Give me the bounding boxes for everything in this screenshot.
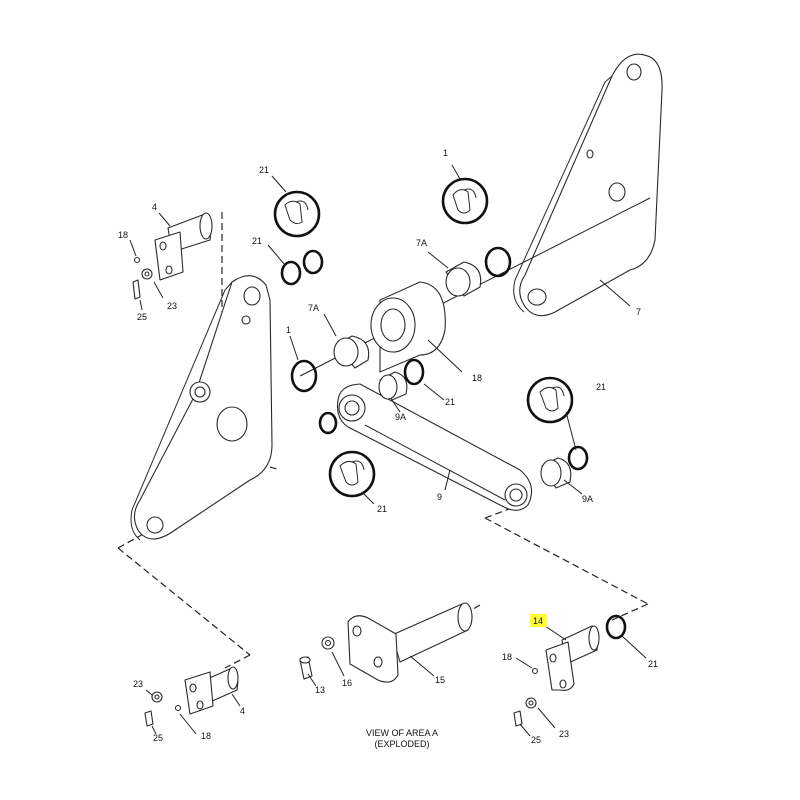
pin-4-bottom bbox=[184, 666, 239, 715]
label-14: 14 bbox=[533, 616, 543, 626]
label-21-9a: 21 bbox=[445, 397, 455, 407]
label-23-top: 23 bbox=[167, 301, 177, 311]
label-21-ring: 21 bbox=[252, 236, 262, 246]
label-18-right: 18 bbox=[502, 652, 512, 662]
hardware-bottom-middle bbox=[299, 636, 335, 680]
pin-4-top bbox=[154, 212, 213, 281]
label-1-mid: 1 bbox=[286, 325, 291, 335]
part-labels: 21 1 4 18 21 7A 23 25 7A 1 18 21 9A 21 7… bbox=[118, 148, 658, 745]
label-18-top: 18 bbox=[118, 230, 128, 240]
shaft-assembly bbox=[280, 197, 651, 393]
hardware-bottom-right bbox=[513, 667, 539, 727]
label-7a-top: 7A bbox=[416, 238, 427, 248]
detail-callout-top-right bbox=[441, 177, 489, 225]
label-9a-right: 9A bbox=[582, 494, 593, 504]
label-13: 13 bbox=[315, 685, 325, 695]
label-18-mid: 18 bbox=[472, 373, 482, 383]
highlight-14 bbox=[530, 614, 547, 627]
label-21-top: 21 bbox=[259, 165, 269, 175]
label-23-right: 23 bbox=[559, 729, 569, 739]
bushing-9a-upper bbox=[318, 358, 425, 435]
view-caption: VIEW OF AREA A (EXPLODED) bbox=[366, 728, 438, 749]
label-21-bottom-right: 21 bbox=[648, 659, 658, 669]
detail-callout-top-left bbox=[273, 190, 321, 238]
caption-line-2: (EXPLODED) bbox=[374, 739, 429, 749]
label-23-left: 23 bbox=[133, 679, 143, 689]
label-4-bottom: 4 bbox=[240, 706, 245, 716]
bushing-9a-right bbox=[540, 445, 589, 489]
label-7: 7 bbox=[636, 307, 641, 317]
label-9: 9 bbox=[437, 492, 442, 502]
pin-15 bbox=[347, 602, 473, 683]
label-9a-mid: 9A bbox=[395, 412, 406, 422]
label-4-top: 4 bbox=[152, 202, 157, 212]
pin-14 bbox=[545, 614, 627, 691]
label-15: 15 bbox=[435, 675, 445, 685]
label-1-top: 1 bbox=[443, 148, 448, 158]
detail-callout-lower bbox=[328, 450, 376, 498]
label-25-right: 25 bbox=[531, 735, 541, 745]
plate-7 bbox=[513, 53, 663, 317]
link-9 bbox=[336, 383, 533, 511]
label-21-right: 21 bbox=[596, 382, 606, 392]
plate-left bbox=[130, 275, 273, 541]
label-21-lower: 21 bbox=[377, 504, 387, 514]
label-18-left: 18 bbox=[201, 731, 211, 741]
leader-lines bbox=[129, 164, 647, 737]
caption-line-1: VIEW OF AREA A bbox=[366, 728, 438, 738]
label-7a-mid: 7A bbox=[308, 303, 319, 313]
hardware-bottom-left bbox=[144, 691, 182, 727]
hardware-top-left bbox=[132, 256, 153, 300]
detail-callout-right bbox=[526, 376, 574, 424]
label-25-left: 25 bbox=[153, 733, 163, 743]
label-25-top: 25 bbox=[137, 312, 147, 322]
label-16: 16 bbox=[342, 678, 352, 688]
